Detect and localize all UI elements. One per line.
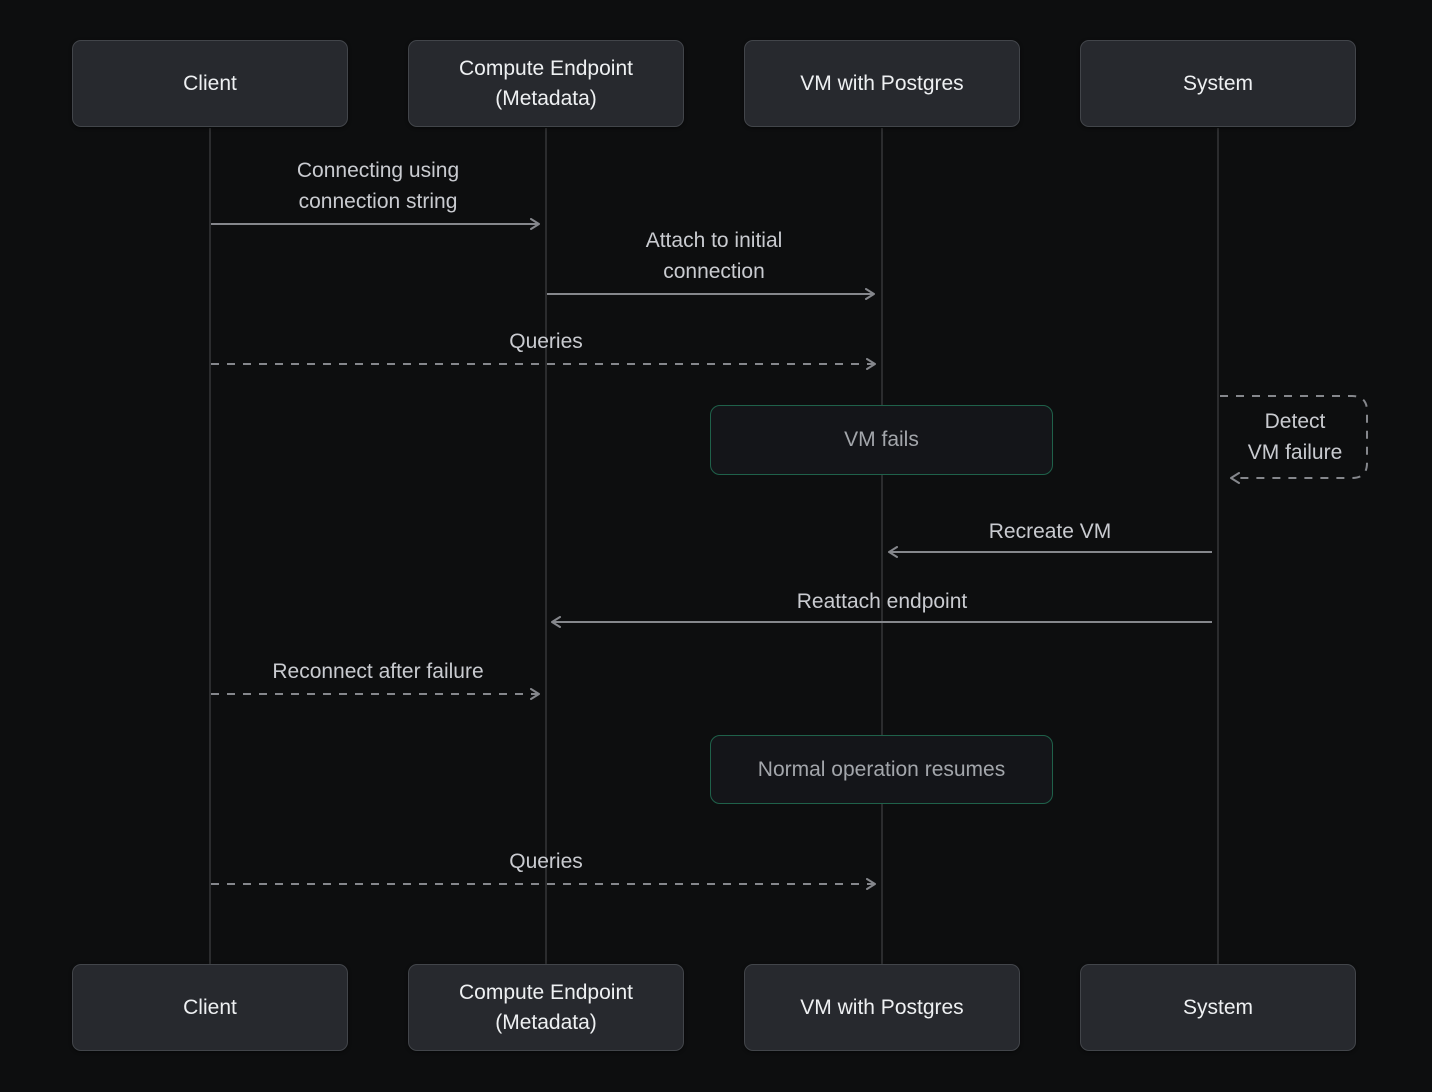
actor-label: VM with Postgres xyxy=(800,995,964,1019)
note-label: Normal operation resumes xyxy=(757,757,1006,781)
message-label-queries-1: Queries xyxy=(509,330,583,353)
message-arrows xyxy=(211,218,1368,890)
lifelines xyxy=(209,128,1219,964)
actor-label: System xyxy=(1182,995,1253,1019)
actor-client-top: Client xyxy=(72,40,348,127)
note-label: VM fails xyxy=(844,428,919,451)
message-label-connecting: Connecting using connection string xyxy=(296,159,460,213)
message-label-reconnect-after-failure: Reconnect after failure xyxy=(272,660,484,683)
arrow-detect-vm-failure-selfloop xyxy=(1220,395,1368,484)
actor-vm-with-postgres-top: VM with Postgres xyxy=(744,40,1020,127)
note-normal-operation-resumes: Normal operation resumes xyxy=(710,735,1053,804)
message-label-detect-vm-failure: Detect VM failure xyxy=(1247,410,1343,464)
actor-compute-endpoint-top: Compute Endpoint (Metadata) xyxy=(408,40,684,127)
message-label-recreate-vm: Recreate VM xyxy=(988,520,1112,543)
actor-system-top: System xyxy=(1080,40,1356,127)
actor-compute-endpoint-bottom: Compute Endpoint (Metadata) xyxy=(408,964,684,1051)
actor-label: Compute Endpoint (Metadata) xyxy=(459,980,633,1034)
actor-system-bottom: System xyxy=(1080,964,1356,1051)
message-label-attach-initial: Attach to initial connection xyxy=(645,229,783,283)
actor-vm-with-postgres-bottom: VM with Postgres xyxy=(744,964,1020,1051)
actor-label: Client xyxy=(183,71,237,95)
actor-label: Client xyxy=(183,995,237,1019)
actor-label: System xyxy=(1182,71,1253,95)
message-label-reattach-endpoint: Reattach endpoint xyxy=(796,590,968,613)
actor-client-bottom: Client xyxy=(72,964,348,1051)
message-label-queries-2: Queries xyxy=(509,850,583,873)
actor-label: Compute Endpoint (Metadata) xyxy=(459,56,633,110)
actor-label: VM with Postgres xyxy=(800,71,964,95)
note-vm-fails: VM fails xyxy=(710,405,1053,475)
